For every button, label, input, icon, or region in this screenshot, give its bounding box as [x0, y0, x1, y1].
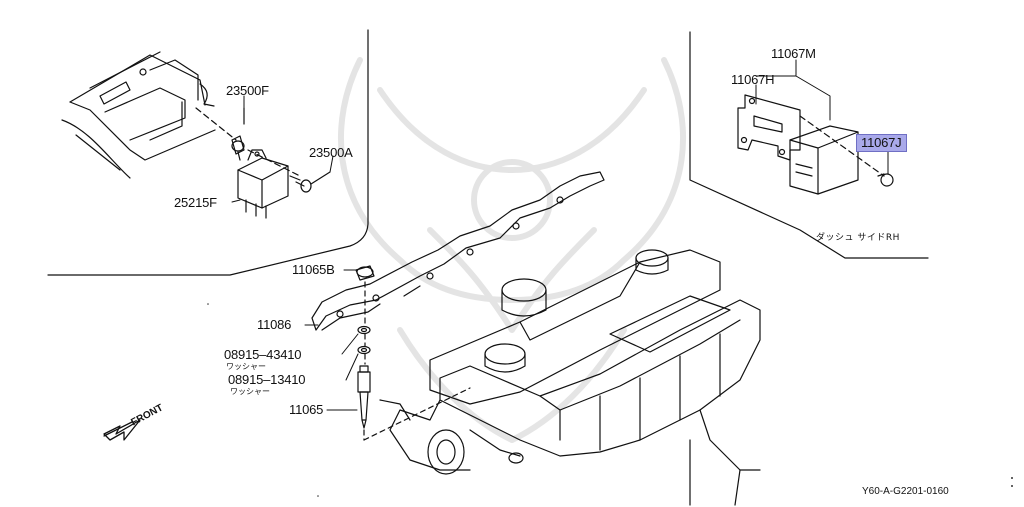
leader-lines-left — [231, 95, 359, 411]
screw-23500a-drawing — [289, 171, 331, 193]
part-label-08915-43410[interactable]: 08915–43410 — [224, 347, 302, 362]
dashed-assembly-lines-left — [195, 107, 301, 177]
inset-location-note: ダッシュ サイドRH — [816, 233, 900, 243]
part-label-11065[interactable]: 11065 — [289, 402, 324, 417]
bracket-11067h-drawing — [737, 94, 801, 161]
washer-note-2: ワッシャー — [230, 387, 270, 396]
part-label-23500a[interactable]: 23500A — [309, 145, 353, 160]
relay-25215f-drawing — [237, 149, 289, 219]
diagram-code: Y60-A-G2201-0160 — [862, 486, 949, 497]
leader-lines-right — [755, 59, 889, 175]
engine-block-drawing — [379, 249, 761, 506]
gasket-11086-drawing — [311, 171, 605, 331]
part-label-11067m[interactable]: 11067M — [771, 46, 816, 61]
part-label-25215f[interactable]: 25215F — [174, 195, 217, 210]
right-inset-frame — [689, 31, 929, 259]
dash-bracket-drawing — [61, 51, 216, 179]
module-11067j-drawing — [789, 125, 859, 195]
dashed-assembly-lines-center — [363, 281, 471, 441]
left-inset-frame — [47, 29, 369, 276]
washer-43410-drawing — [357, 325, 371, 335]
screw-23500f-drawing — [231, 107, 245, 161]
part-label-11067h[interactable]: 11067H — [731, 72, 775, 87]
dashed-assembly-lines-right — [799, 115, 885, 177]
part-label-11067j[interactable]: 11067J — [856, 134, 907, 152]
screw-11067j-drawing — [877, 173, 894, 187]
glow-plug-11065-drawing — [357, 365, 371, 429]
part-label-23500f[interactable]: 23500F — [226, 83, 269, 98]
washer-13410-drawing — [357, 345, 371, 355]
watermark-emblem — [338, 57, 686, 443]
nut-11065b-drawing — [355, 265, 375, 281]
part-label-11065b[interactable]: 11065B — [292, 262, 335, 277]
part-label-08915-13410[interactable]: 08915–13410 — [228, 372, 306, 387]
washer-note-1: ワッシャー — [226, 362, 266, 371]
front-arrow-icon — [103, 419, 141, 441]
part-label-11086[interactable]: 11086 — [257, 317, 292, 332]
